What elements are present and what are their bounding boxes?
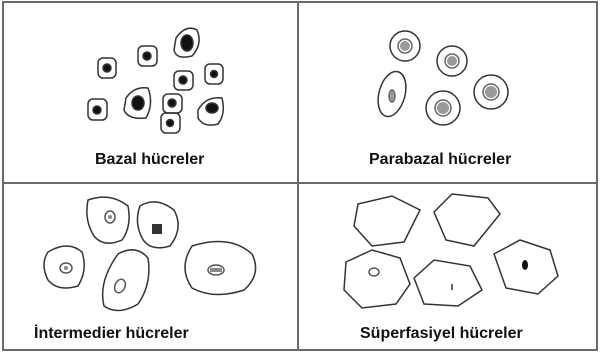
parabazal-cell	[373, 68, 410, 119]
parabazal-cells	[373, 31, 508, 125]
bazal-cell	[174, 71, 193, 90]
bazal-cell	[161, 113, 180, 133]
bazal-cell	[163, 94, 182, 113]
intermedier-cells	[44, 197, 256, 310]
intermedier-cell	[87, 197, 129, 243]
bazal-cell	[174, 28, 199, 57]
intermedier-cell	[103, 250, 149, 311]
superfasiyel-cell	[354, 196, 420, 246]
superfasiyel-cell	[344, 250, 410, 308]
intermedier-cell	[44, 246, 84, 288]
bazal-cell	[205, 64, 223, 84]
superfasiyel-cell	[414, 260, 482, 306]
parabazal-cell	[426, 91, 460, 125]
intermedier-cell	[137, 202, 178, 248]
intermedier-cell	[185, 242, 256, 295]
caption-superfasiyel: Süperfasiyel hücreler	[360, 325, 523, 343]
parabazal-cell	[390, 31, 420, 61]
caption-bazal: Bazal hücreler	[95, 151, 204, 169]
bazal-cell	[198, 98, 223, 125]
caption-intermedier: İntermedier hücreler	[34, 325, 189, 343]
bazal-cell	[98, 58, 116, 78]
panel-grid	[3, 2, 597, 350]
parabazal-cell	[437, 46, 467, 76]
bazal-cells	[88, 28, 223, 133]
superfasiyel-cells	[344, 194, 558, 308]
parabazal-cell	[474, 75, 508, 109]
bazal-cell	[138, 46, 157, 66]
bazal-cell	[124, 88, 151, 119]
superfasiyel-cell	[494, 240, 558, 294]
superfasiyel-cell	[434, 194, 500, 246]
bazal-cell	[88, 99, 107, 120]
caption-parabazal: Parabazal hücreler	[369, 151, 511, 169]
